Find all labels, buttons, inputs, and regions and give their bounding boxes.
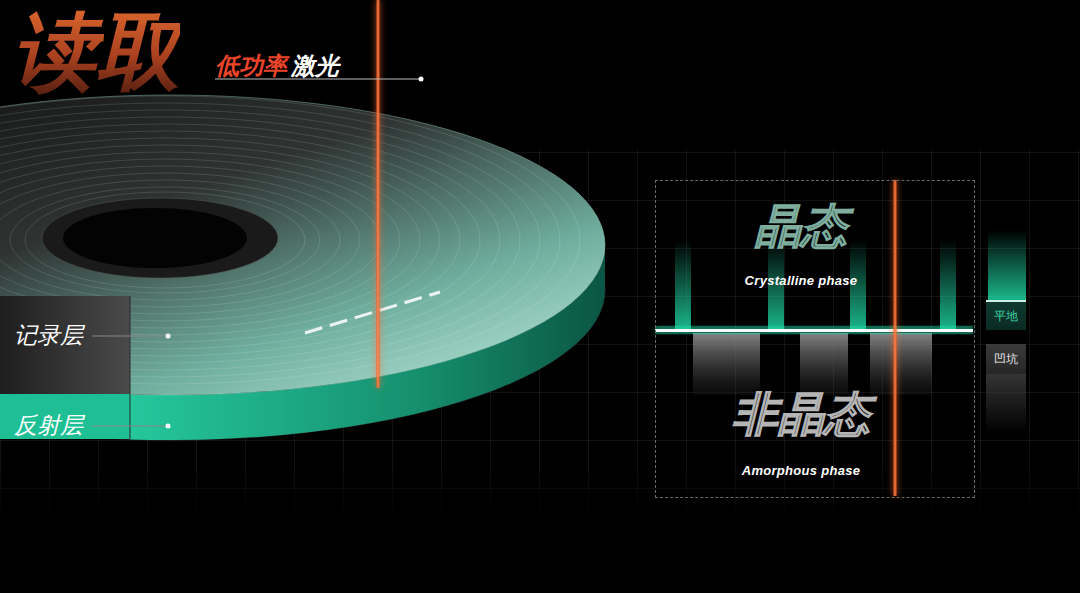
phase-heading: 晶态 (656, 199, 946, 254)
tag-text: 平地 (994, 309, 1018, 323)
pit-tag: 凹坑 (986, 344, 1026, 374)
power-label: 低功率 (215, 52, 287, 81)
tag-text: 凹坑 (994, 352, 1018, 366)
phase-caption: Amorphous phase (656, 463, 946, 479)
phase-panel: 晶态 Crystalline phase 非晶态 Amorphous phase (655, 180, 975, 498)
layer-label: 反射层 (14, 412, 83, 440)
laser-label: 激光 (291, 52, 339, 81)
land-tag: 平地 (986, 300, 1026, 330)
phase-heading: 非晶态 (656, 387, 946, 442)
title: 读取 (12, 4, 180, 101)
layer-label: 记录层 (14, 322, 83, 350)
phase-caption: Crystalline phase (656, 273, 946, 289)
